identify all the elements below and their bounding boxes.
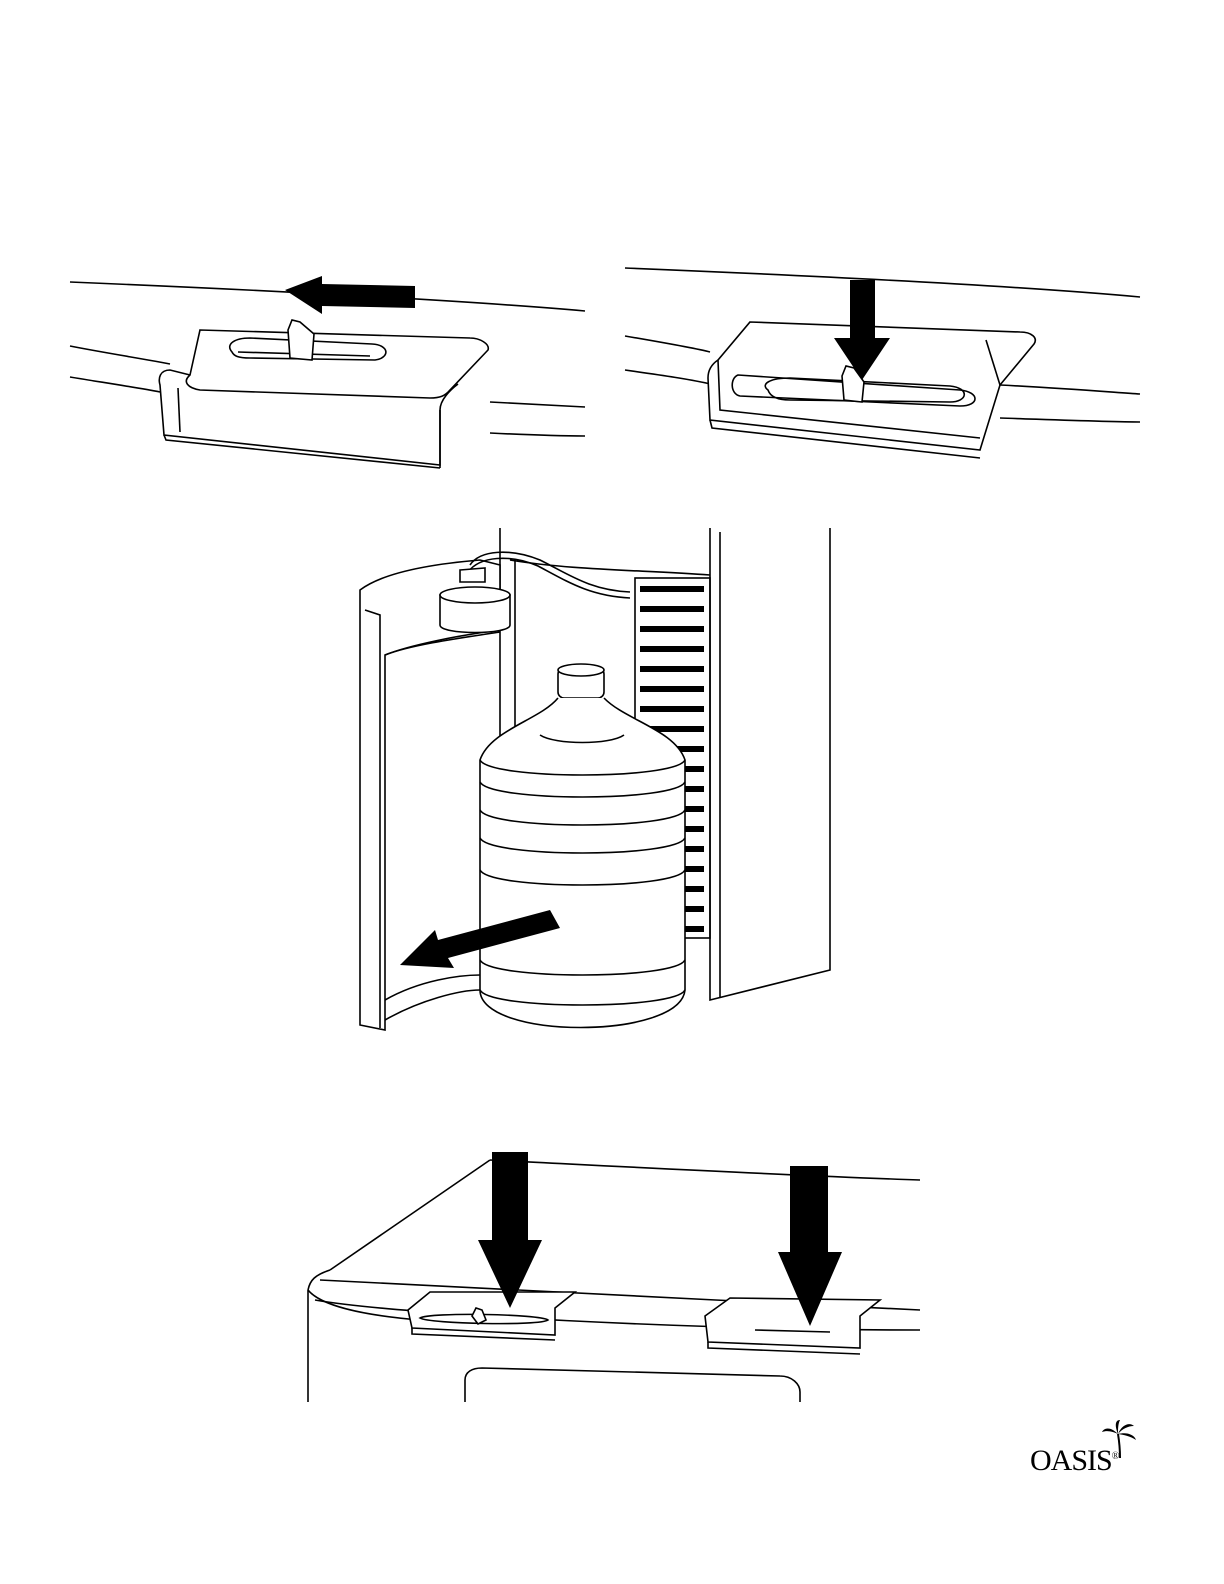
panel-slide-lever [60, 260, 600, 480]
lever-tray-pressed-illustration [620, 260, 1160, 480]
cabinet-bottle-illustration [340, 520, 840, 1080]
arrow-left-icon [285, 276, 415, 314]
lever-tray-illustration [60, 260, 600, 480]
logo-wordmark: OASIS® [1030, 1446, 1118, 1476]
cabinet-top-illustration [300, 1140, 930, 1410]
arrow-down-left-button-icon [478, 1152, 542, 1308]
panel-remove-bottle [340, 520, 840, 1080]
panel-press-lever [620, 260, 1160, 480]
panel-press-reservoir-buttons [300, 1140, 930, 1410]
oasis-logo: OASIS® [1030, 1420, 1150, 1480]
